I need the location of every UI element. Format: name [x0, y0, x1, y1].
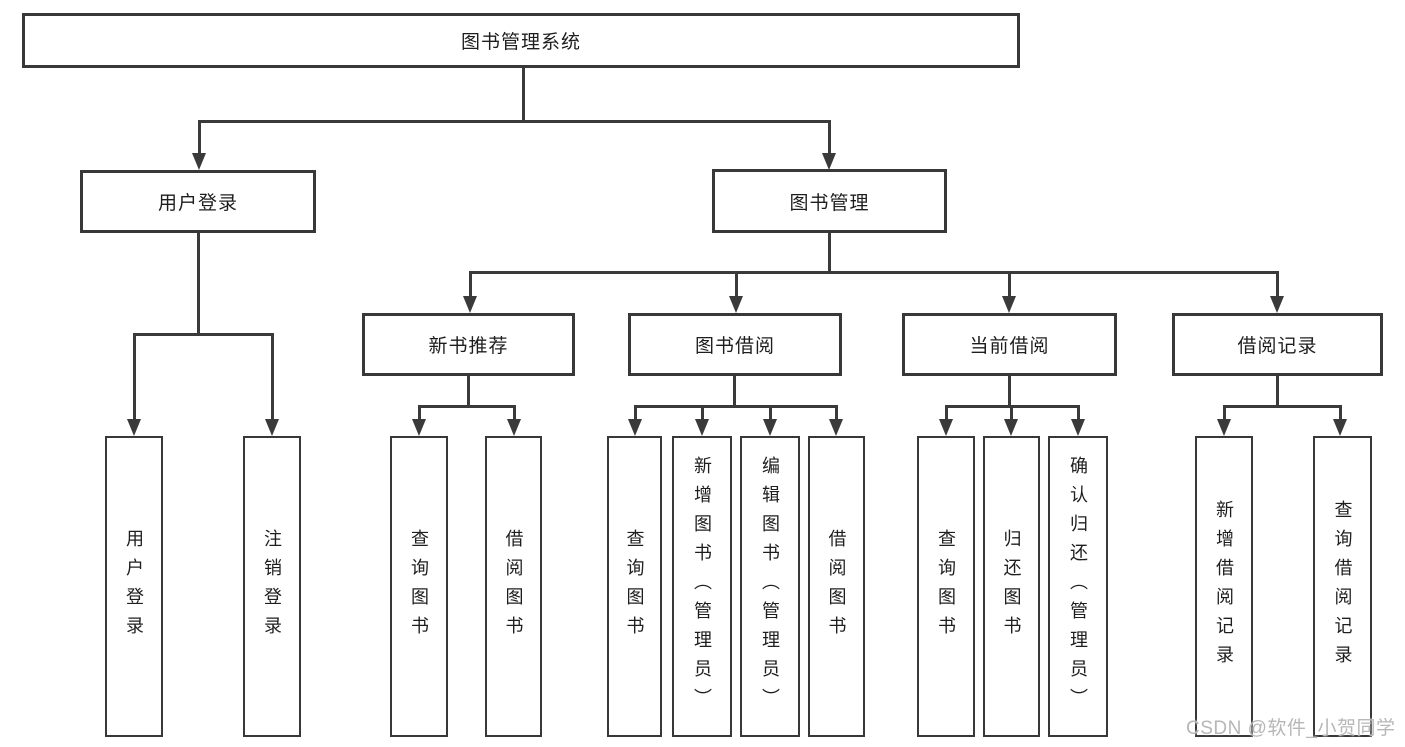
connector-stem-cb-leaf1	[944, 405, 948, 421]
arrowhead-book-borrow-icon	[729, 296, 743, 313]
leaf-bb-borrow-books-label: 借阅图书	[826, 528, 847, 645]
arrowhead-bb-leaf2-icon	[695, 419, 709, 436]
leaf-logout-label: 注销登录	[262, 528, 282, 645]
node-book-borrow-label: 图书借阅	[694, 336, 775, 357]
connector-stem-new-book-recommend	[468, 271, 472, 298]
connector-stem-leaf-logout	[270, 333, 274, 421]
node-root: 图书管理系统	[22, 13, 1020, 68]
connector-stem-borrow-records	[1275, 271, 1279, 298]
connector-stem-book-borrow	[734, 271, 738, 298]
arrowhead-nb-leaf2-icon	[507, 419, 521, 436]
arrowhead-new-book-recommend-icon	[463, 296, 477, 313]
leaf-nb-borrow-books: 借阅图书	[485, 436, 542, 737]
connector-level2-branch	[468, 271, 1279, 274]
leaf-bb-query-books: 查询图书	[607, 436, 662, 737]
connector-stem-leaf-user-login	[132, 333, 136, 421]
node-book-borrow: 图书借阅	[628, 313, 842, 376]
connector-stem-bb-leaf4	[834, 405, 838, 421]
arrowhead-bb-leaf4-icon	[829, 419, 843, 436]
connector-bb-branch	[633, 405, 838, 408]
leaf-br-query-record: 查询借阅记录	[1313, 436, 1372, 737]
leaf-bb-borrow-books: 借阅图书	[808, 436, 865, 737]
connector-cb-stem	[1007, 376, 1011, 408]
arrowhead-leaf-logout-icon	[265, 419, 279, 436]
connector-bb-stem	[732, 376, 736, 408]
arrowhead-bb-leaf3-icon	[763, 419, 777, 436]
leaf-br-query-record-label: 查询借阅记录	[1332, 499, 1353, 674]
connector-nb-stem	[466, 376, 470, 408]
arrowhead-book-management-icon	[822, 153, 836, 170]
connector-stem-bb-leaf1	[633, 405, 637, 421]
connector-stem-nb-leaf2	[512, 405, 516, 421]
leaf-cb-return-books-label: 归还图书	[1001, 528, 1022, 645]
node-current-borrow: 当前借阅	[902, 313, 1117, 376]
leaf-cb-return-books: 归还图书	[983, 436, 1040, 737]
leaf-logout: 注销登录	[243, 436, 301, 737]
leaf-cb-confirm-return-admin: 确认归还（管理员）	[1048, 436, 1108, 737]
node-new-book-recommend-label: 新书推荐	[428, 336, 509, 357]
node-user-login-label: 用户登录	[157, 193, 238, 214]
leaf-br-add-record: 新增借阅记录	[1195, 436, 1253, 737]
arrowhead-nb-leaf1-icon	[412, 419, 426, 436]
connector-stem-cb-leaf2	[1009, 405, 1013, 421]
connector-stem-br-leaf2	[1338, 405, 1342, 421]
leaf-nb-borrow-books-label: 借阅图书	[503, 528, 524, 645]
arrowhead-user-login-icon	[192, 153, 206, 170]
arrowhead-cb-leaf3-icon	[1071, 419, 1085, 436]
node-book-management-label: 图书管理	[789, 192, 870, 214]
connector-stem-bb-leaf2	[700, 405, 704, 421]
leaf-bb-edit-books-admin: 编辑图书（管理员）	[740, 436, 800, 737]
connector-stem-br-leaf1	[1222, 405, 1226, 421]
arrowhead-br-leaf1-icon	[1217, 419, 1231, 436]
leaf-br-add-record-label: 新增借阅记录	[1214, 499, 1234, 674]
arrowhead-bb-leaf1-icon	[628, 419, 642, 436]
connector-nb-branch	[417, 405, 516, 408]
leaf-bb-edit-books-admin-label: 编辑图书（管理员）	[760, 456, 780, 717]
connector-user-login-branch	[132, 333, 274, 336]
leaf-cb-query-books: 查询图书	[917, 436, 975, 737]
leaf-bb-add-books-admin-label: 新增图书（管理员）	[692, 456, 712, 717]
leaf-nb-query-books-label: 查询图书	[409, 528, 429, 645]
connector-stem-bb-leaf3	[768, 405, 772, 421]
arrowhead-br-leaf2-icon	[1333, 419, 1347, 436]
connector-user-login-stem	[196, 233, 200, 336]
leaf-cb-confirm-return-admin-label: 确认归还（管理员）	[1068, 456, 1088, 717]
connector-stem-current-borrow	[1007, 271, 1011, 298]
arrowhead-current-borrow-icon	[1002, 296, 1016, 313]
csdn-watermark: CSDN @软件_小贺同学	[1186, 718, 1396, 739]
node-new-book-recommend: 新书推荐	[362, 313, 575, 376]
leaf-user-login-label: 用户登录	[124, 528, 144, 645]
node-user-login: 用户登录	[80, 170, 316, 233]
node-current-borrow-label: 当前借阅	[969, 336, 1050, 357]
connector-br-branch	[1222, 405, 1342, 408]
connector-stem-nb-leaf1	[417, 405, 421, 421]
leaf-bb-add-books-admin: 新增图书（管理员）	[672, 436, 732, 737]
node-borrow-records: 借阅记录	[1172, 313, 1383, 376]
connector-stem-book-management	[827, 120, 831, 155]
connector-stem-cb-leaf3	[1076, 405, 1080, 421]
arrowhead-cb-leaf2-icon	[1004, 419, 1018, 436]
arrowhead-borrow-records-icon	[1270, 296, 1284, 313]
arrowhead-leaf-user-login-icon	[127, 419, 141, 436]
connector-br-stem	[1275, 376, 1279, 408]
leaf-bb-query-books-label: 查询图书	[624, 528, 645, 645]
node-root-label: 图书管理系统	[460, 32, 581, 53]
leaf-cb-query-books-label: 查询图书	[936, 528, 956, 645]
node-borrow-records-label: 借阅记录	[1237, 336, 1318, 357]
node-book-management: 图书管理	[712, 169, 947, 233]
leaf-user-login: 用户登录	[105, 436, 163, 737]
connector-book-management-stem	[827, 233, 831, 274]
connector-stem-user-login	[197, 120, 201, 155]
arrowhead-cb-leaf1-icon	[939, 419, 953, 436]
leaf-nb-query-books: 查询图书	[390, 436, 448, 737]
connector-root-stem	[521, 68, 525, 123]
connector-level1-branch	[197, 120, 831, 123]
